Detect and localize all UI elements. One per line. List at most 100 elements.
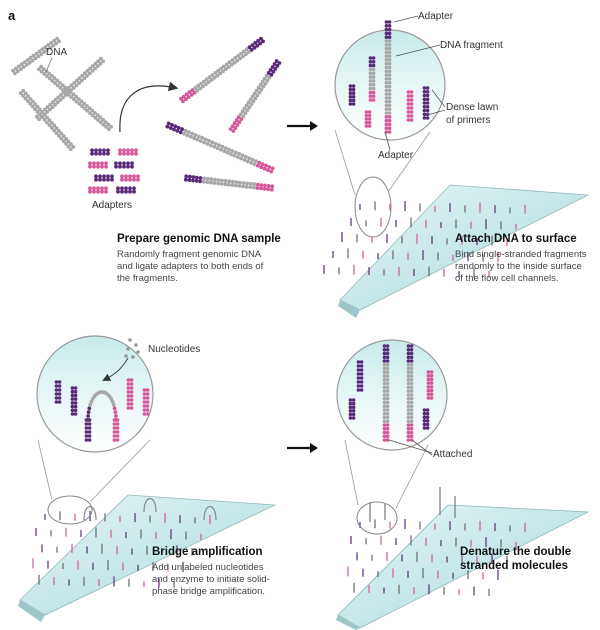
fragment-bead <box>384 20 389 24</box>
adapter-bead <box>136 177 140 182</box>
dna-bead <box>50 105 55 110</box>
adapter-bead <box>114 164 118 169</box>
zoom-line-bridge-right <box>89 439 151 503</box>
fragment-bead <box>230 58 235 62</box>
adapter-bead <box>88 164 92 169</box>
fragment-bead <box>229 152 234 157</box>
dna-bead <box>27 60 32 65</box>
fragment-bead <box>181 99 185 104</box>
fragment-bead <box>229 63 234 67</box>
dna-bead <box>64 141 68 146</box>
primer-bead <box>348 416 353 420</box>
dna-bead <box>56 133 61 138</box>
dna-bead <box>96 59 101 63</box>
fragment-bead <box>262 166 267 171</box>
dna-bead <box>69 142 73 147</box>
adapter-bead <box>92 164 96 169</box>
fragment-bead <box>406 426 411 431</box>
primer-bead <box>129 406 134 410</box>
fragment-bead <box>384 31 389 36</box>
adapter-bead <box>124 189 128 194</box>
dna-bead <box>47 118 52 123</box>
fragment-bead <box>212 145 217 149</box>
panel-letter: a <box>8 8 16 23</box>
fragment-bead <box>382 404 387 409</box>
adapter-bead <box>126 164 130 169</box>
primer-bead <box>426 385 431 389</box>
zoom-denature-strands <box>348 344 434 442</box>
fragment-bead <box>226 65 231 69</box>
fragment-bead <box>191 178 195 183</box>
surface-primers-bridge <box>32 497 217 588</box>
dna-bead <box>67 85 71 90</box>
primer-bead <box>348 87 353 92</box>
adapter-bead <box>98 148 102 153</box>
fragment-bead <box>253 96 258 101</box>
fragment-bead <box>385 348 390 352</box>
adapter-bead <box>104 164 108 169</box>
fragment-bead <box>406 366 411 371</box>
bridge-bead <box>89 399 94 404</box>
fragment-bead <box>216 68 221 73</box>
fragment-bead <box>199 139 203 144</box>
fragment-bead <box>233 126 238 130</box>
flow-cell-surface-top <box>338 184 590 318</box>
fragment-bead <box>387 27 392 32</box>
dna-bead <box>85 104 89 108</box>
fragment-bead <box>409 396 414 401</box>
dna-bead <box>109 124 113 129</box>
dna-bead <box>45 115 49 120</box>
dna-bead <box>43 107 47 112</box>
fragment-bead <box>246 50 251 54</box>
primer-bead <box>145 392 150 396</box>
fragment-bead <box>196 83 201 88</box>
primer-bead <box>356 388 361 392</box>
primer-bead <box>126 382 131 386</box>
fragment-bead <box>382 438 387 442</box>
fragment-bead <box>238 56 243 61</box>
dna-bead <box>88 66 93 71</box>
fragment-bead <box>252 45 257 50</box>
adapter-bead <box>100 186 104 191</box>
primer-bead <box>422 108 427 113</box>
fragment-bead <box>166 121 171 126</box>
adapter-bead <box>118 164 122 169</box>
fragment-bead <box>221 64 226 69</box>
bridge-bead <box>111 403 116 407</box>
bridge-bead <box>87 422 92 426</box>
dna-bead <box>90 108 95 113</box>
primer-bead <box>351 409 356 413</box>
dna-bead <box>93 61 98 66</box>
fragment-bead <box>268 68 273 72</box>
fragment-bead <box>265 78 270 83</box>
bridge-arc-mark <box>83 505 97 521</box>
fragment-bead <box>250 43 255 47</box>
primer-bead <box>371 60 376 64</box>
fragment-bead <box>409 378 414 382</box>
dna-bead <box>79 99 84 104</box>
fragment-bead <box>409 415 414 420</box>
fragment-bead <box>192 136 197 141</box>
fragment-bead <box>409 385 414 390</box>
fragment-bead <box>223 179 228 183</box>
fragment-bead <box>175 129 180 133</box>
dna-bead <box>56 95 61 100</box>
fragment-bead <box>234 183 238 188</box>
bridge-bead <box>84 438 89 442</box>
fragment-bead <box>387 103 392 108</box>
dna-bead <box>47 71 52 76</box>
primer-bead <box>351 98 356 103</box>
fragment-bead <box>384 69 389 74</box>
fragment-bead <box>242 158 247 162</box>
primer-bead <box>429 370 434 374</box>
bridge-bead <box>84 422 89 426</box>
fragment-bead <box>220 178 224 183</box>
fragment-bead <box>190 131 195 136</box>
fragment-bead <box>204 82 208 87</box>
dna-bead <box>30 104 35 109</box>
dna-bead <box>93 111 97 115</box>
fragment-bead <box>195 137 200 142</box>
fragment-bead <box>227 147 232 152</box>
fragment-bead <box>170 123 174 127</box>
nucleotide-bead <box>124 354 128 358</box>
